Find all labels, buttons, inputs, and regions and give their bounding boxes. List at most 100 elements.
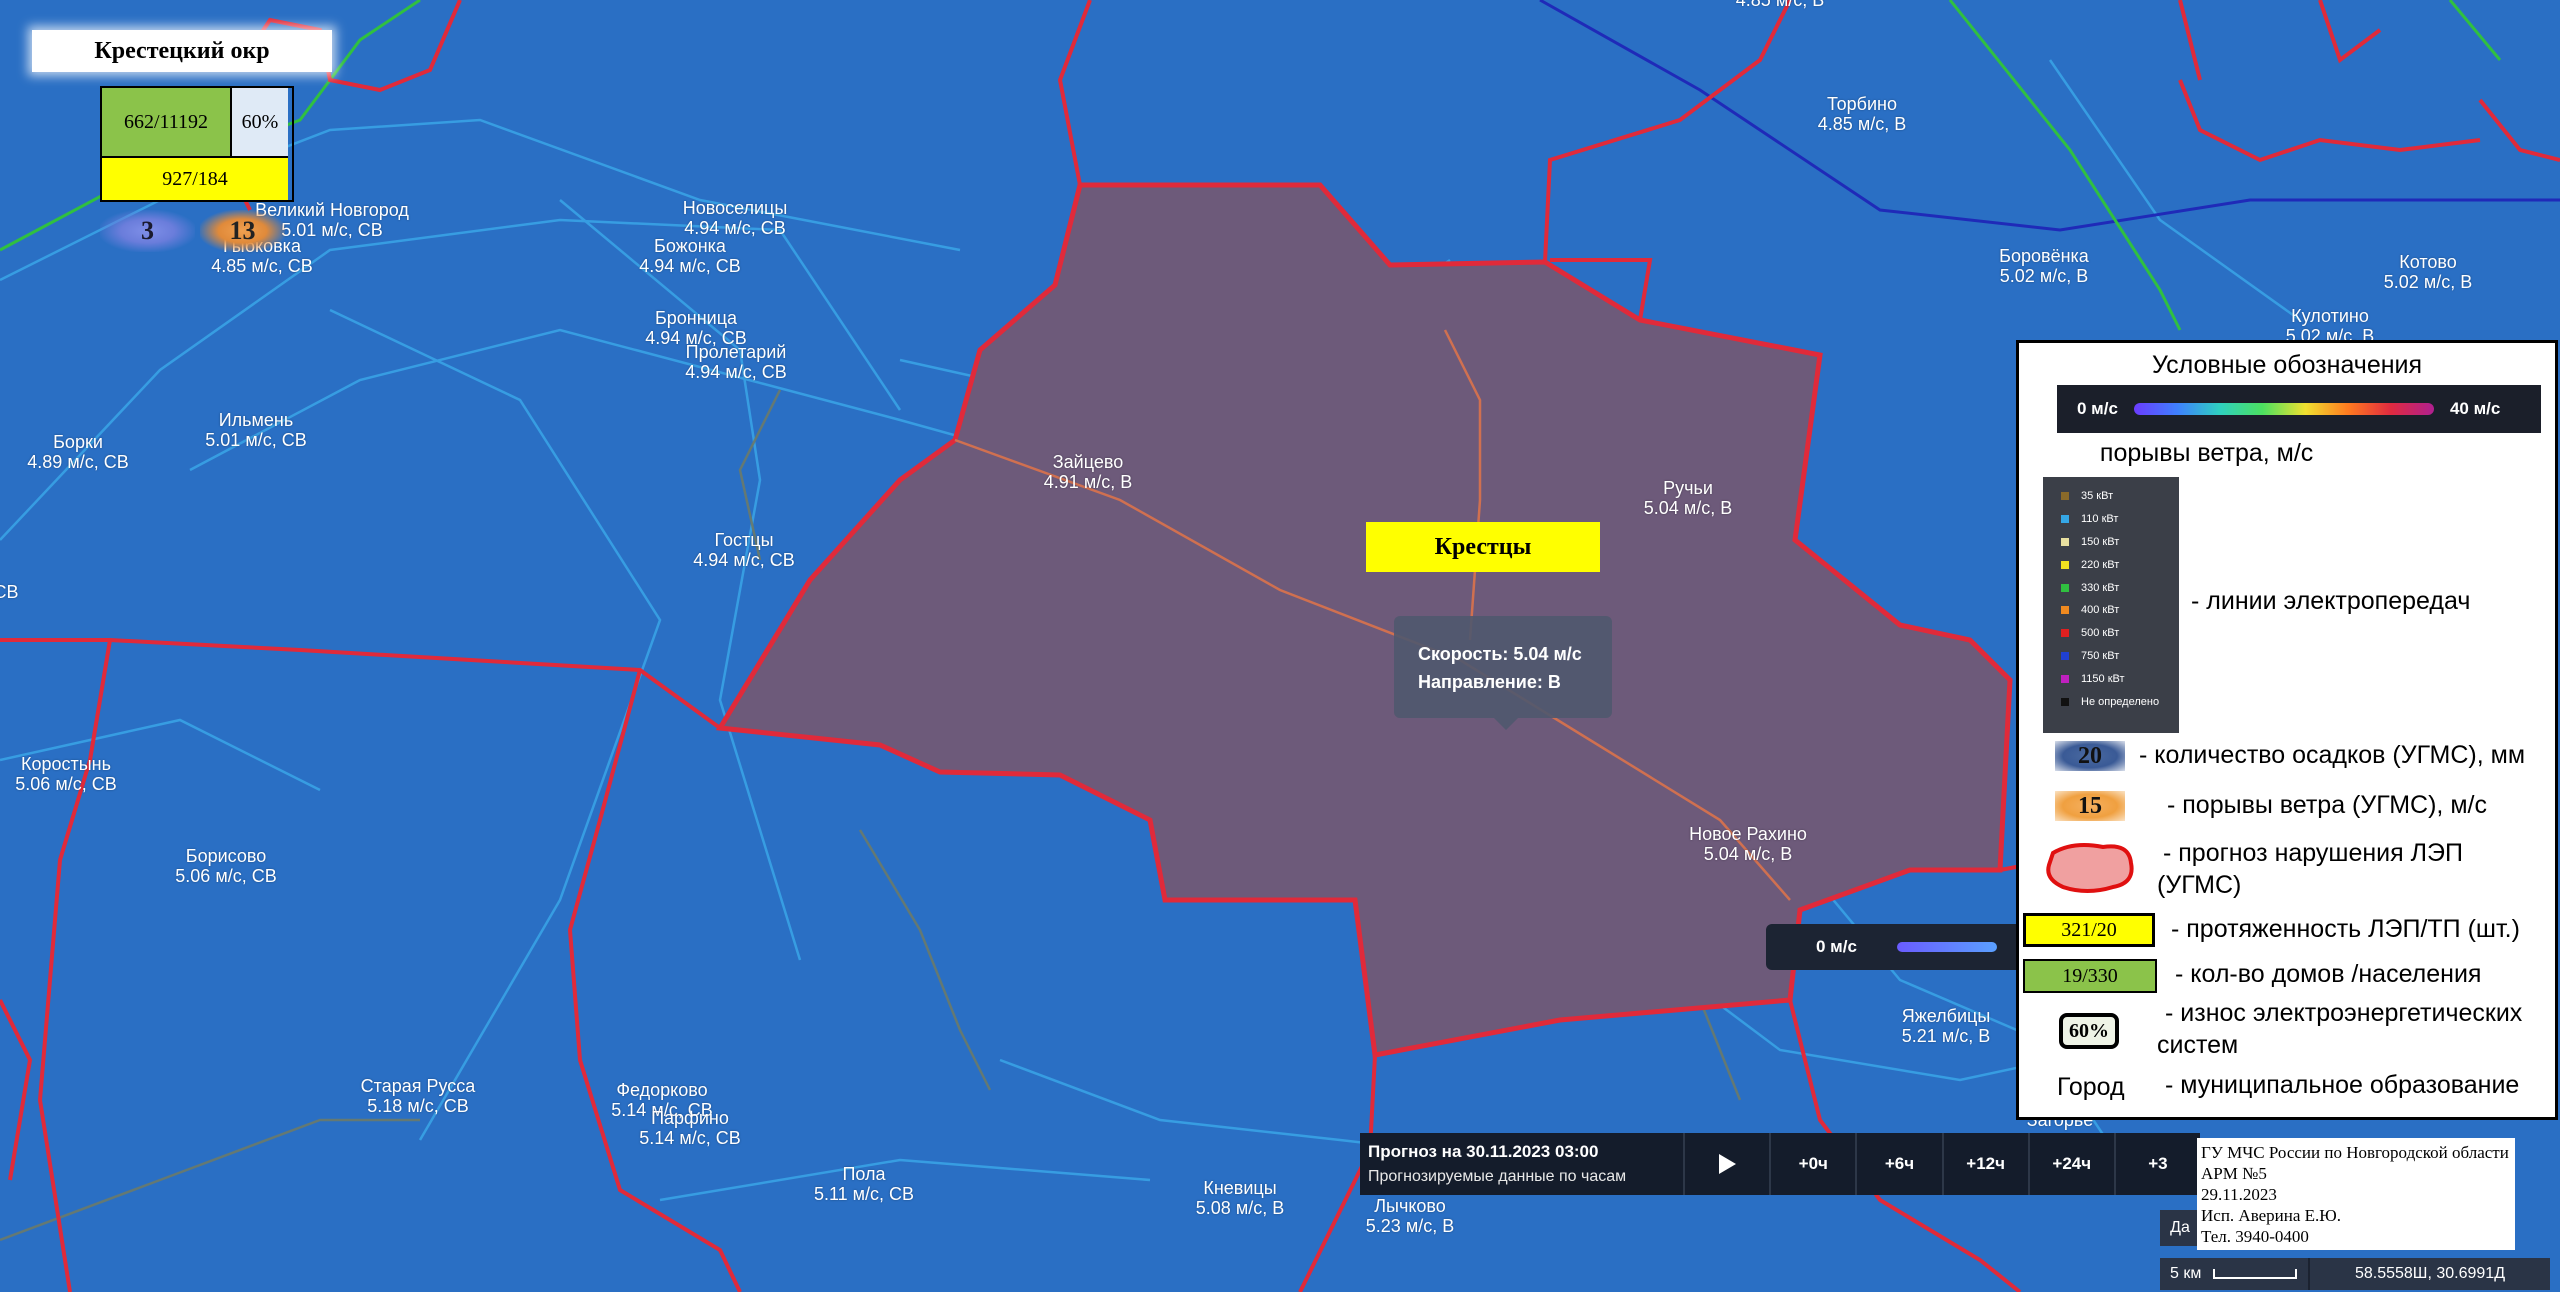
legend-wind-min: 0 м/с [2077,399,2118,418]
legend-line-swatch [2061,674,2069,683]
legend-line-label: Не определено [2081,695,2160,708]
timeline-subtitle: Прогнозируемые данные по часам [1368,1168,1627,1185]
legend-line-types: 35 кВт 110 кВт 150 кВт 220 кВт 330 кВт 400 кВ… [2043,477,2179,733]
legend-line-type: 150 кВт [2061,531,2179,554]
info-executor: Исп. Аверина Е.Ю. [2201,1206,2342,1225]
legend-line-type: Не определено [2061,690,2179,713]
legend-line-type: 400 кВт [2061,599,2179,622]
legend-length-swatch: 321/20 [2023,913,2155,947]
tooltip-speed: Скорость: 5.04 м/с [1418,644,1582,664]
coordinates-readout: 58.5558Ш, 30.6991Д [2354,1265,2506,1282]
legend-line-type: 220 кВт [2061,553,2179,576]
timeline-button-24h[interactable]: +24ч [2027,1133,2114,1195]
legend-line-type: 750 кВт [2061,645,2179,668]
legend-line-type: 1150 кВт [2061,667,2179,690]
timeline-info: Прогноз на 30.11.2023 03:00 Прогнозируем… [1360,1133,1683,1195]
info-workstation: АРМ №5 [2201,1164,2267,1183]
legend-wind-gradient [2133,403,2434,415]
legend-line-label: 150 кВт [2081,535,2120,548]
legend-outage-shape [2046,843,2134,893]
legend-wear-swatch: 60% [2059,1013,2119,1049]
map-scale: 5 км [2160,1258,2310,1290]
legend-line-label: 220 кВт [2081,558,2120,571]
legend-title: Условные обозначения [2151,351,2423,379]
legend-length-caption: - протяженность ЛЭП/ТП (шт.) [2171,915,2520,943]
legend-line-label: 1150 кВт [2081,672,2125,685]
wind-scale-min: 0 м/с [1816,937,1857,956]
legend-line-swatch [2061,583,2069,592]
legend-city-caption: - муниципальное образование [2165,1071,2520,1099]
place-label-cut-top: 4.85 м/с, В [1735,0,1825,10]
legend-wind-max: 40 м/с [2449,399,2501,418]
timeline-title: Прогноз на 30.11.2023 03:00 [1368,1142,1599,1161]
legend-gust-swatch: 15 [2055,791,2125,821]
city-label: Крестцы [1366,522,1600,572]
legend-line-label: 750 кВт [2081,649,2120,662]
legend-wear-caption-1: - износ электроэнергетических [2165,999,2523,1027]
author-info-box: ГУ МЧС России по Новгородской области АР… [2197,1138,2515,1250]
forecast-timeline: Прогноз на 30.11.2023 03:00 Прогнозируем… [1360,1133,2200,1195]
legend-line-swatch [2061,606,2069,615]
legend-houses-caption: - кол-во домов /населения [2175,960,2482,988]
play-icon [1718,1154,1736,1174]
scale-ruler [2213,1269,2298,1279]
tooltip-direction: Направление: В [1418,672,1561,692]
precip-badge: 3 [100,210,195,252]
wind-scale-bar: 0 м/с [1766,924,2026,970]
map-status-bar: 5 км 58.5558Ш, 30.6991Д [2160,1258,2550,1290]
info-date: 29.11.2023 [2201,1185,2277,1204]
legend-line-type: 330 кВт [2061,576,2179,599]
timeline-button-12h[interactable]: +12ч [1941,1133,2028,1195]
gust-badge: 13 [200,210,285,252]
wear-percent-cell: 60% [232,88,288,158]
side-button[interactable]: Да [2160,1210,2200,1246]
legend-line-swatch [2061,515,2069,524]
play-button[interactable] [1683,1133,1769,1195]
power-line-750 [1539,0,2560,232]
legend-line-type: 35 кВт [2061,485,2179,508]
info-phone: Тел. 3940-0400 [2201,1227,2309,1246]
legend-line-swatch [2061,697,2069,706]
legend-wind-caption: порывы ветра, м/с [2099,439,2314,467]
legend-lines-caption: - линии электропередач [2191,587,2471,615]
legend-houses-swatch: 19/330 [2023,959,2157,993]
timeline-button-0h[interactable]: +0ч [1769,1133,1855,1195]
legend-wear-caption-2: систем [2157,1031,2239,1059]
legend-line-swatch [2061,492,2069,501]
legend-gust-caption: - порывы ветра (УГМС), м/с [2167,791,2487,819]
legend-line-label: 110 кВт [2081,513,2119,526]
legend-line-swatch [2061,537,2069,546]
lines-substations-cell: 927/184 [102,158,288,200]
legend-line-label: 330 кВт [2081,581,2120,594]
wind-scale-gradient [1896,942,1997,952]
legend-precip-caption: - количество осадков (УГМС), мм [2139,741,2526,769]
legend-line-type: 500 кВт [2061,622,2179,645]
legend-outage-caption-2: (УГМС) [2157,871,2242,899]
timeline-button-6h[interactable]: +6ч [1855,1133,1941,1195]
legend-line-label: 35 кВт [2081,490,2114,503]
legend-line-label: 400 кВт [2081,604,2120,617]
timeline-button-more[interactable]: +3 [2113,1133,2200,1195]
legend-line-swatch [2061,560,2069,569]
